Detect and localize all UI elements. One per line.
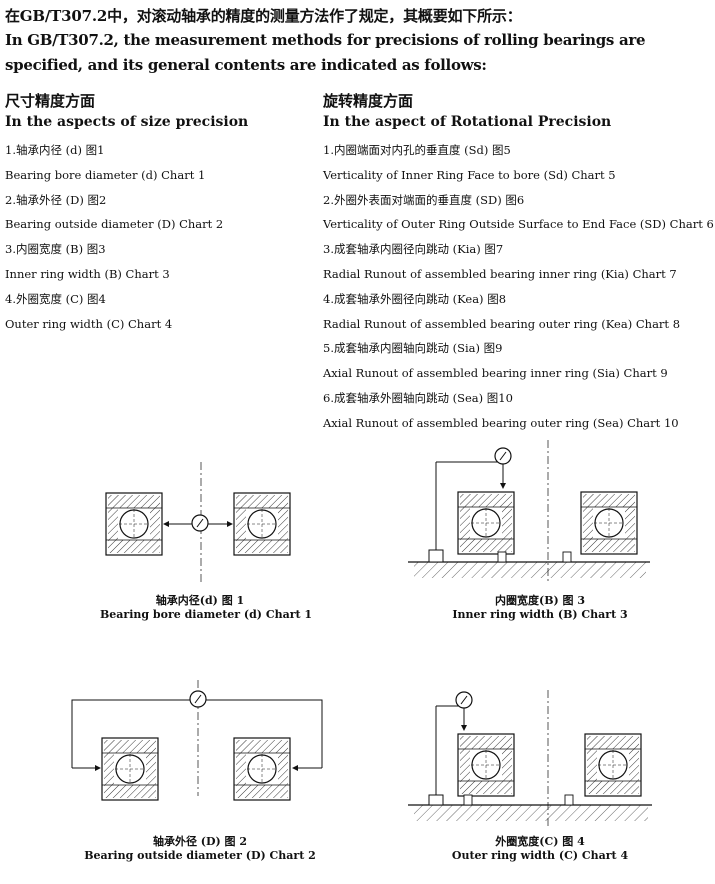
intro-en: In GB/T307.2, the measurement methods fo…: [5, 31, 646, 74]
figure-1-caption: 轴承内径(d) 图 1 Bearing bore diameter (d) Ch…: [100, 594, 313, 622]
caption-cn: 轴承内径(d) 图 1: [155, 594, 245, 607]
list-item: Radial Runout of assembled bearing outer…: [323, 316, 681, 331]
caption-en: Bearing bore diameter (d) Chart 1: [100, 608, 313, 621]
caption-en: Outer ring width (C) Chart 4: [451, 849, 629, 862]
rotational-precision-section: 旋转精度方面 In the aspect of Rotational Preci…: [323, 90, 714, 436]
dial-gauge-icon: [455, 691, 473, 709]
list-item: Outer ring width (C) Chart 4: [5, 316, 173, 331]
list-item: 3.成套轴承内圈径向跳动 (Kia) 图7: [323, 242, 504, 257]
figure-3-inner-ring-width: [408, 440, 650, 582]
dial-gauge-icon: [191, 514, 209, 532]
list-item: 6.成套轴承外圈轴向跳动 (Sea) 图10: [323, 390, 513, 405]
caption-cn: 外圈宽度(C) 图 4: [495, 835, 585, 848]
intro-cn: 在GB/T307.2中，对滚动轴承的精度的测量方法作了规定，其概要如下所示：: [5, 7, 522, 25]
figure-3-caption: 内圈宽度(B) 图 3 Inner ring width (B) Chart 3: [430, 594, 650, 622]
list-item: Bearing outside diameter (D) Chart 2: [5, 217, 224, 232]
list-item: Verticality of Outer Ring Outside Surfac…: [323, 217, 714, 232]
list-item: Axial Runout of assembled bearing outer …: [323, 415, 679, 430]
rotation-heading-cn: 旋转精度方面: [323, 92, 414, 110]
list-item: Inner ring width (B) Chart 3: [5, 266, 170, 281]
dial-gauge-icon: [189, 690, 207, 708]
list-item: 4.成套轴承外圈径向跳动 (Kea) 图8: [323, 291, 507, 306]
caption-cn: 内圈宽度(B) 图 3: [494, 594, 586, 607]
caption-en: Inner ring width (B) Chart 3: [452, 608, 628, 621]
list-item: 4.外圈宽度 (C) 图4: [5, 291, 106, 306]
list-item: Radial Runout of assembled bearing inner…: [323, 266, 677, 281]
list-item: 1.内圈端面对内孔的垂直度 (Sd) 图5: [323, 143, 511, 157]
intro: 在GB/T307.2中，对滚动轴承的精度的测量方法作了规定，其概要如下所示： I…: [5, 4, 711, 78]
list-item: 2.外圈外表面对端面的垂直度 (SD) 图6: [323, 192, 525, 207]
list-item: 2.轴承外径 (D) 图2: [5, 192, 107, 207]
caption-cn: 轴承外径 (D) 图 2: [152, 835, 248, 848]
dial-gauge-icon: [494, 447, 512, 465]
figure-4-outer-ring-width: [408, 690, 652, 826]
list-item: Verticality of Inner Ring Face to bore (…: [323, 167, 616, 182]
list-item: Bearing bore diameter (d) Chart 1: [5, 167, 206, 182]
size-heading-cn: 尺寸精度方面: [5, 92, 96, 110]
list-item: 3.内圈宽度 (B) 图3: [5, 242, 106, 257]
list-item: Axial Runout of assembled bearing inner …: [323, 366, 668, 381]
figure-2-outside-diameter: [71, 680, 323, 801]
figure-4-caption: 外圈宽度(C) 图 4 Outer ring width (C) Chart 4: [430, 835, 650, 863]
rotation-heading-en: In the aspect of Rotational Precision: [323, 114, 612, 130]
list-item: 1.轴承内径 (d) 图1: [5, 143, 105, 157]
size-heading-en: In the aspects of size precision: [5, 114, 249, 130]
caption-en: Bearing outside diameter (D) Chart 2: [84, 849, 316, 862]
figure-1-bore-diameter: [105, 462, 291, 582]
figure-2-caption: 轴承外径 (D) 图 2 Bearing outside diameter (D…: [80, 835, 320, 863]
list-item: 5.成套轴承内圈轴向跳动 (Sia) 图9: [323, 341, 503, 356]
size-precision-section: 尺寸精度方面 In the aspects of size precision …: [5, 90, 305, 336]
